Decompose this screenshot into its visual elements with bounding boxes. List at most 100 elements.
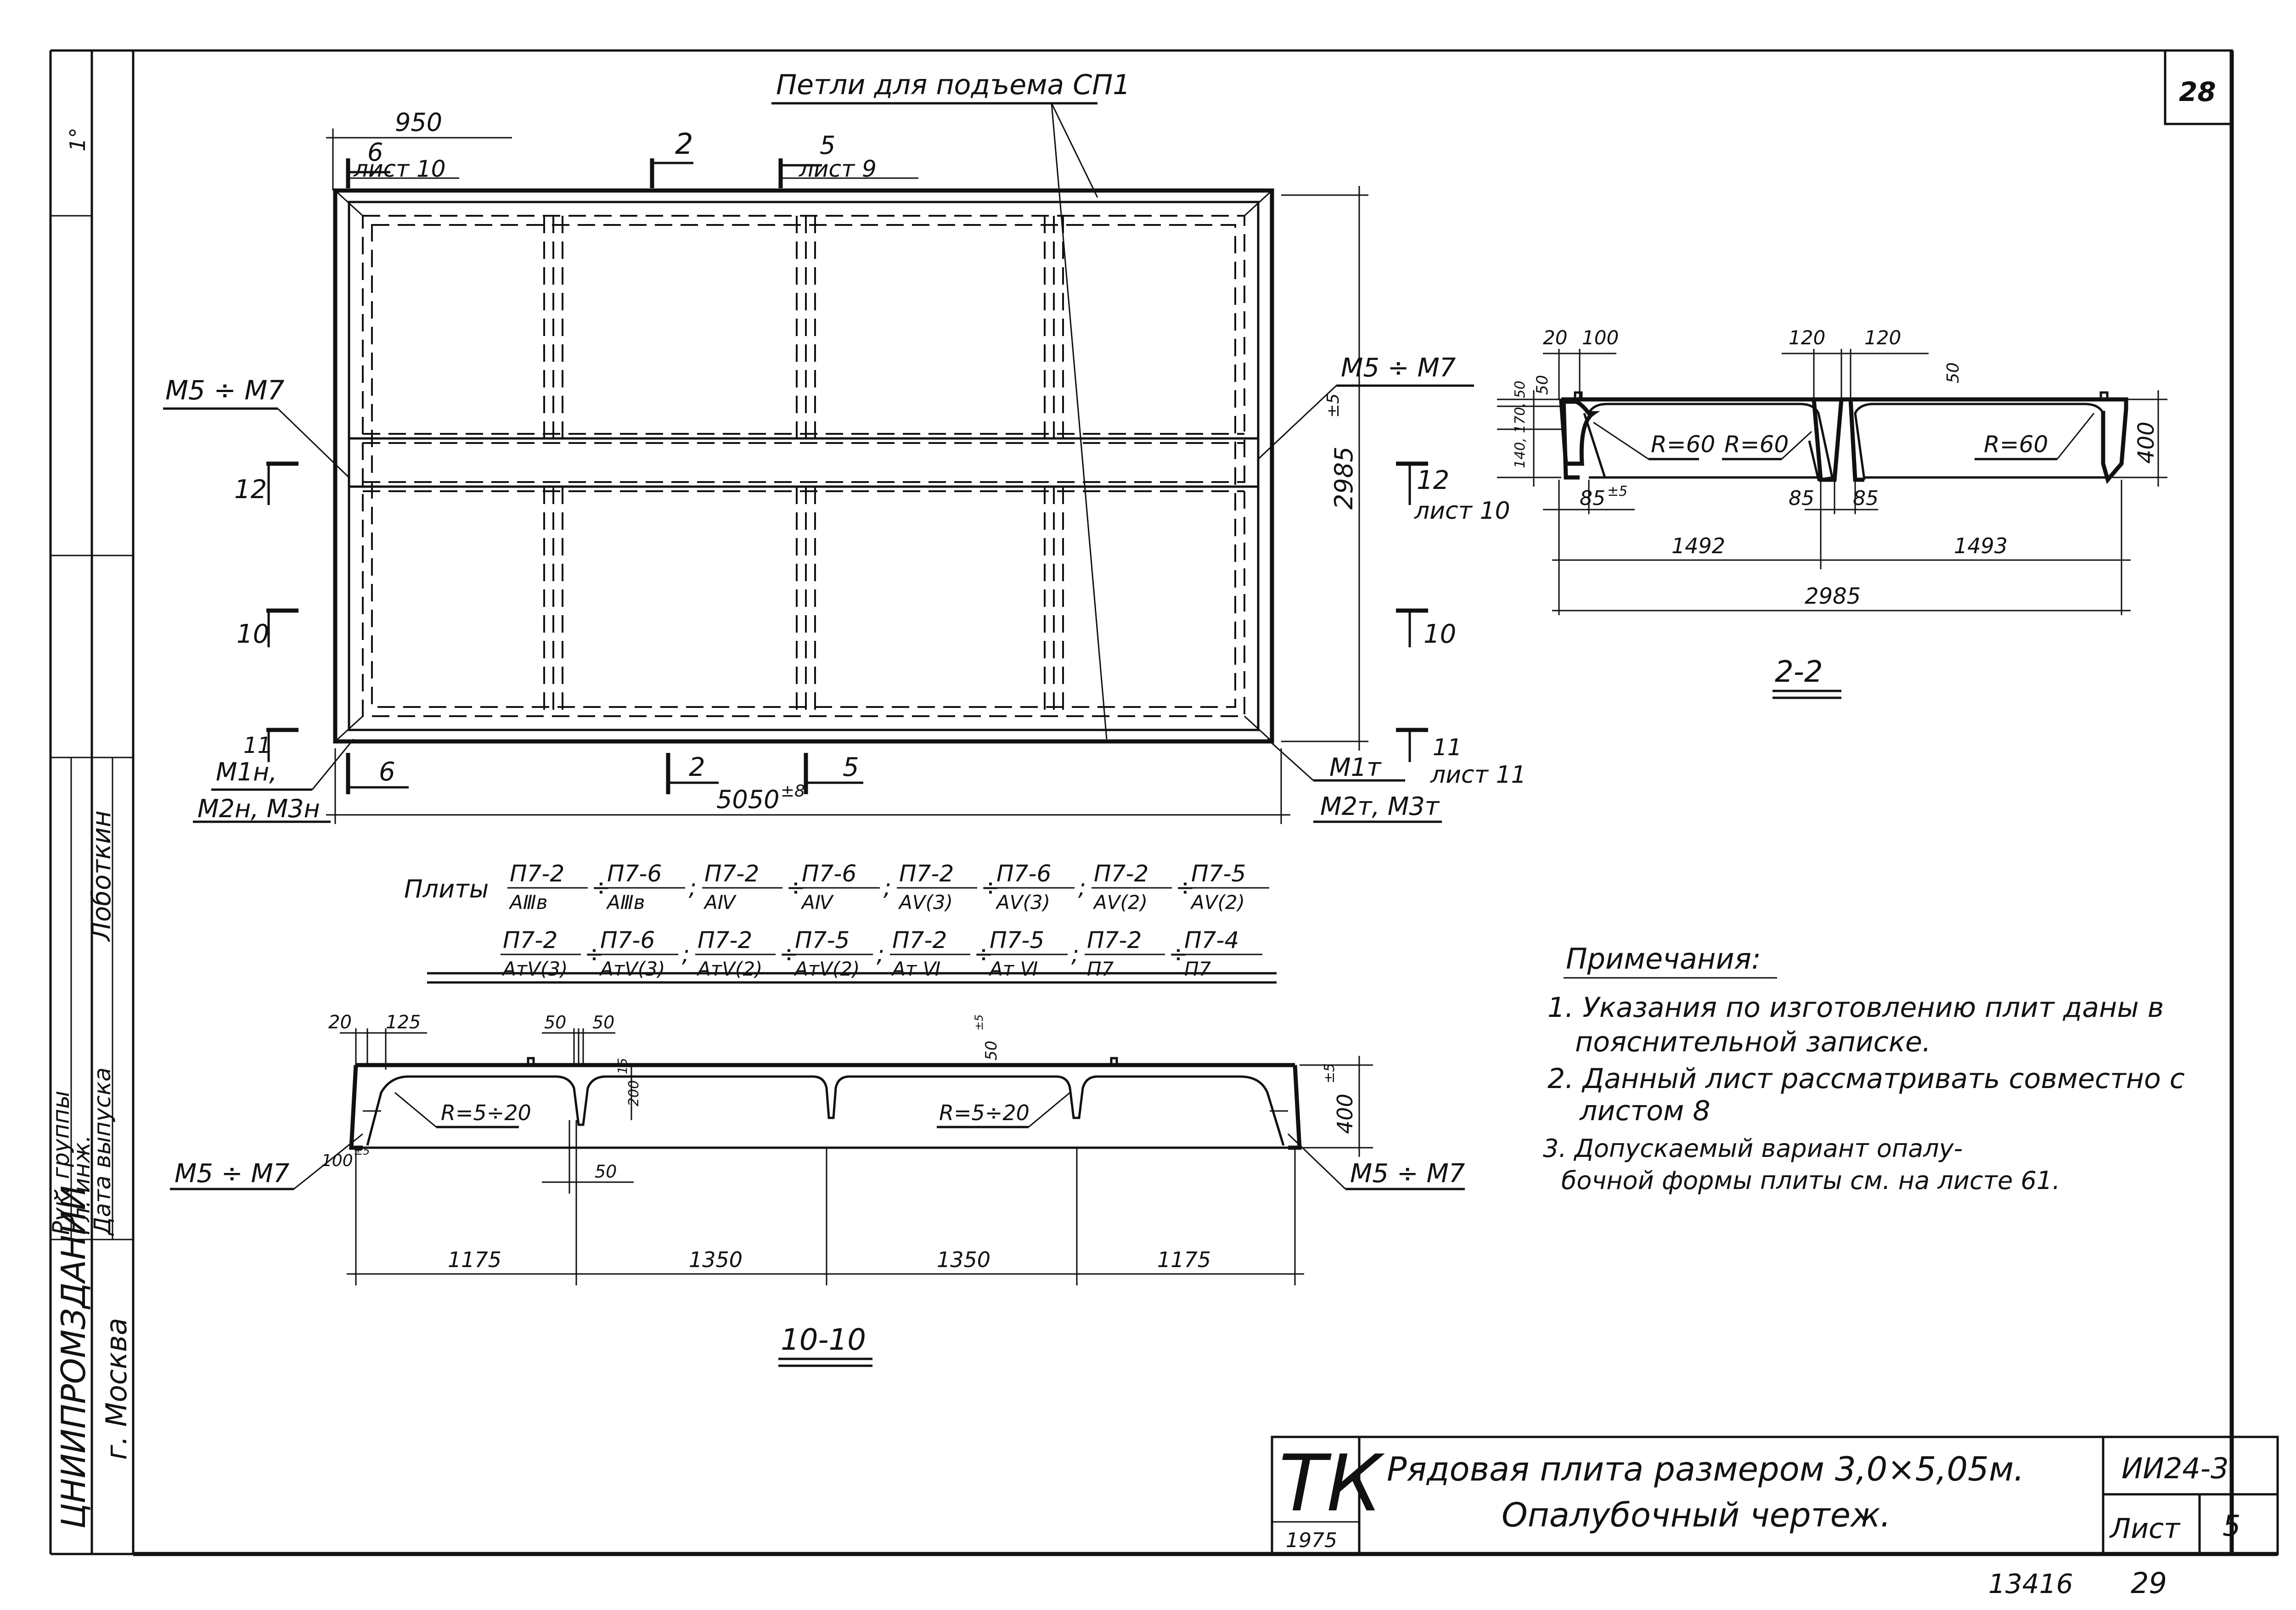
sec10-right: 10 [1424,619,1456,649]
plate-denominator: АⅢв [508,891,547,914]
s22-d50b: 50 [1533,375,1552,395]
plate-numerator: П7-2 [503,927,557,954]
plates-list: Плиты П7-2АⅢв÷П7-6АⅢв;П7-2АⅣ÷П7-6АⅣ;П7-2… [404,860,1277,984]
s10-r1: R=5÷20 [441,1100,531,1125]
plate-denominator: АⅤ(3) [995,891,1050,914]
plan-mark-br1: М1т [1329,753,1382,782]
s10-d15: 15 [615,1058,630,1074]
s10-span-4: 1175 [1157,1247,1211,1272]
sec5-top: 5 [820,131,835,160]
sec12-right: 12 [1417,466,1449,495]
plate-numerator: П7-2 [510,860,564,887]
dim-2985: 2985 [1329,447,1358,510]
plate-numerator: П7-5 [795,927,850,954]
plates-label: Плиты [404,875,489,903]
plate-numerator: П7-2 [704,860,759,887]
s10-span-1: 1175 [448,1247,501,1272]
plate-numerator: П7-2 [1094,860,1148,887]
plate-numerator: П7-4 [1184,927,1239,954]
org-city: г. Москва [100,1318,133,1460]
plate-numerator: П7-6 [600,927,655,954]
s22-stack: 140, 170, 50 [1512,381,1528,468]
s10-d50c-tol: ±5 [973,1015,985,1031]
tk-logo: ТК [1279,1438,1385,1529]
sec11-left: 11 [243,733,271,758]
plan-mark-br2: М2т, М3т [1320,792,1440,821]
plate-numerator: П7-6 [996,860,1051,887]
s22-d85a-tol: ±5 [1607,483,1627,499]
stamp-name: Лоботкин [87,810,117,942]
note-1a: 1. Указания по изготовлению плит даны в [1548,992,2164,1024]
plate-denominator: АⅢв [606,891,645,914]
dim-5050: 5050 [716,785,779,814]
dim-5050-tol: ±8 [781,782,805,801]
plate-numerator: П7-5 [1191,860,1246,887]
sec11-right: 11 [1433,734,1462,761]
sec11-right-sheet: лист 11 [1430,761,1526,789]
plate-denominator: П7 [1087,958,1114,980]
plate-separator: ; [884,874,891,901]
section-10-10: 20 125 50 50 15 200 50 ±5 400 ±5 R=5÷20 … [170,1012,1465,1367]
plan-mark-left: М5 ÷ М7 [165,375,284,406]
note-1b: пояснительной записке. [1575,1026,1931,1058]
sec5-top-sheet: лист 9 [799,156,877,182]
plate-denominator: АⅤ(3) [898,891,953,914]
s22-r3: R=60 [1984,431,2048,458]
s22-d1493: 1493 [1954,533,2008,558]
page-number: 29 [2131,1566,2167,1600]
inventory-number: 13416 [1988,1568,2073,1599]
plate-denominator: АтⅤ(3) [599,958,665,980]
plate-denominator: Ат Ⅵ [891,958,940,980]
plate-numerator: П7-2 [892,927,947,954]
s22-d120b: 120 [1864,326,1901,349]
plate-denominator: АⅤ(2) [1190,891,1245,914]
plate-separator: ; [1078,874,1086,901]
s10-d400: 400 [1333,1094,1357,1134]
sec6-top-sheet: лист 10 [353,156,446,182]
plate-denominator: АтⅤ(2) [696,958,762,980]
notes: Примечания: 1. Указания по изготовлению … [1543,942,2185,1195]
s22-title: 2-2 [1775,655,1823,689]
plate-denominator: АтⅤ(2) [793,958,860,980]
s10-title: 10-10 [781,1323,866,1357]
dim-950: 950 [395,108,442,137]
s10-d50b: 50 [592,1012,614,1032]
note-3b: бочной формы плиты см. на листе 61. [1561,1166,2060,1195]
s10-d20: 20 [328,1012,352,1033]
s10-mark-left: М5 ÷ М7 [174,1159,290,1189]
title-block [1271,1436,2279,1555]
sheet-frame [49,49,2278,1556]
plate-numerator: П7-5 [990,927,1044,954]
s10-span-2: 1350 [689,1247,743,1272]
plate-separator: ; [877,941,884,967]
sec10-left: 10 [236,619,269,649]
plate-denominator: АⅣ [800,891,834,914]
org-name: ЦНИИПРОМЗДАНИЙ [54,1185,93,1529]
s22-d1492: 1492 [1671,533,1725,558]
plate-denominator: АтⅤ(3) [501,958,568,980]
stamp-top-mark: 1° [65,128,90,151]
plate-separator: ; [689,874,697,901]
top-sheet-number: 28 [2179,76,2216,107]
plan-view [333,188,1274,744]
stamp-role-2: Гл. инж. [68,1135,95,1235]
plate-denominator: Ат Ⅵ [988,958,1038,980]
s22-r1: R=60 [1651,431,1715,458]
plan-mark-right: М5 ÷ М7 [1341,353,1456,383]
sec5-bottom: 5 [843,752,859,782]
section-2-2: R=60 R=60 R=60 20 100 120 120 50 50 140,… [1497,326,2167,699]
sec6-bottom: 6 [379,757,395,787]
plate-denominator: П7 [1184,958,1211,980]
sec12-left: 12 [234,475,267,505]
s10-d125: 125 [386,1012,421,1033]
stamp-role-1: Рук. группы [48,1091,74,1235]
loops-label: Петли для подъема СП1 [776,69,1130,101]
s22-d400: 400 [2133,421,2159,464]
s22-d85b: 85 [1789,487,1814,510]
s10-d200: 200 [626,1080,642,1106]
tk-year: 1975 [1286,1529,1337,1552]
plate-numerator: П7-2 [1087,927,1142,954]
sec6-top: 6 [367,138,383,167]
sec2-top: 2 [675,127,693,161]
